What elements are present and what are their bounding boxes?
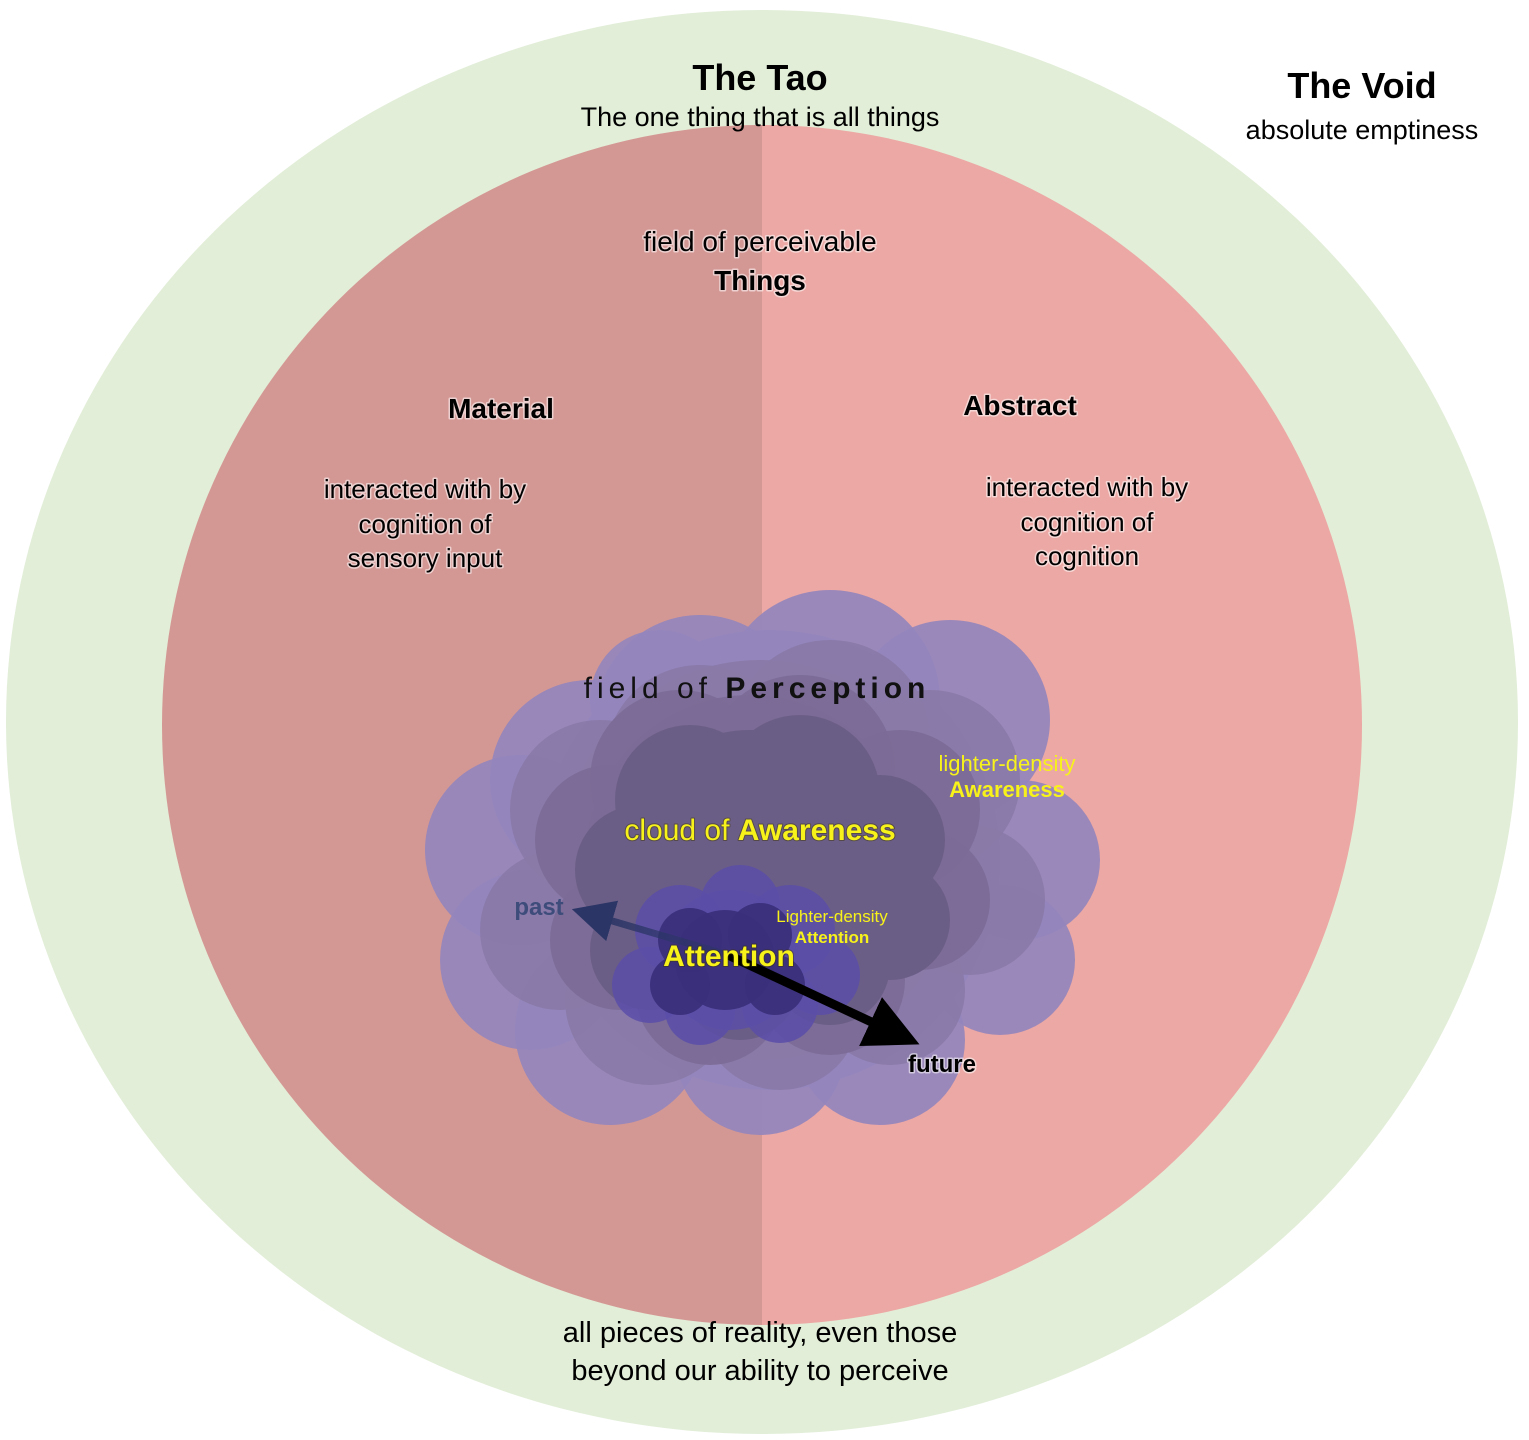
material-line-3: sensory input bbox=[348, 543, 503, 573]
lighter-attention-line-1: Lighter-density bbox=[776, 907, 888, 926]
future-label: future bbox=[908, 1051, 976, 1078]
abstract-line-2: cognition of bbox=[1021, 507, 1155, 537]
void-subtitle: absolute emptiness bbox=[1246, 115, 1479, 145]
lighter-attention-line-2: Attention bbox=[795, 928, 870, 947]
awareness-prefix: cloud of bbox=[624, 814, 737, 847]
awareness-emphasis: Awareness bbox=[738, 814, 896, 847]
lighter-awareness-line-1: lighter-density bbox=[939, 751, 1076, 776]
abstract-line-1: interacted with by bbox=[986, 472, 1188, 502]
lighter-awareness-line-2: Awareness bbox=[949, 777, 1065, 802]
material-title: Material bbox=[448, 393, 554, 424]
abstract-title: Abstract bbox=[963, 390, 1077, 421]
tao-description-line-1: all pieces of reality, even those bbox=[563, 1317, 957, 1349]
past-arrow bbox=[571, 900, 729, 959]
tao-subtitle: The one thing that is all things bbox=[581, 102, 940, 132]
material-line-1: interacted with by bbox=[324, 474, 526, 504]
perception-prefix: field of bbox=[584, 672, 726, 705]
past-label: past bbox=[514, 894, 563, 921]
tao-title: The Tao bbox=[692, 57, 827, 98]
perception-emphasis: Perception bbox=[725, 672, 930, 705]
future-arrow bbox=[726, 950, 920, 1047]
abstract-line-3: cognition bbox=[1035, 541, 1139, 571]
perception-label: field of Perception bbox=[584, 672, 931, 705]
void-title: The Void bbox=[1287, 65, 1436, 106]
attention-label: Attention bbox=[663, 940, 795, 973]
things-title: Things bbox=[714, 265, 806, 296]
awareness-label: cloud of Awareness bbox=[624, 814, 895, 847]
things-label: field of perceivable bbox=[643, 226, 876, 257]
material-line-2: cognition of bbox=[359, 509, 493, 539]
tao-description-line-2: beyond our ability to perceive bbox=[571, 1355, 948, 1387]
